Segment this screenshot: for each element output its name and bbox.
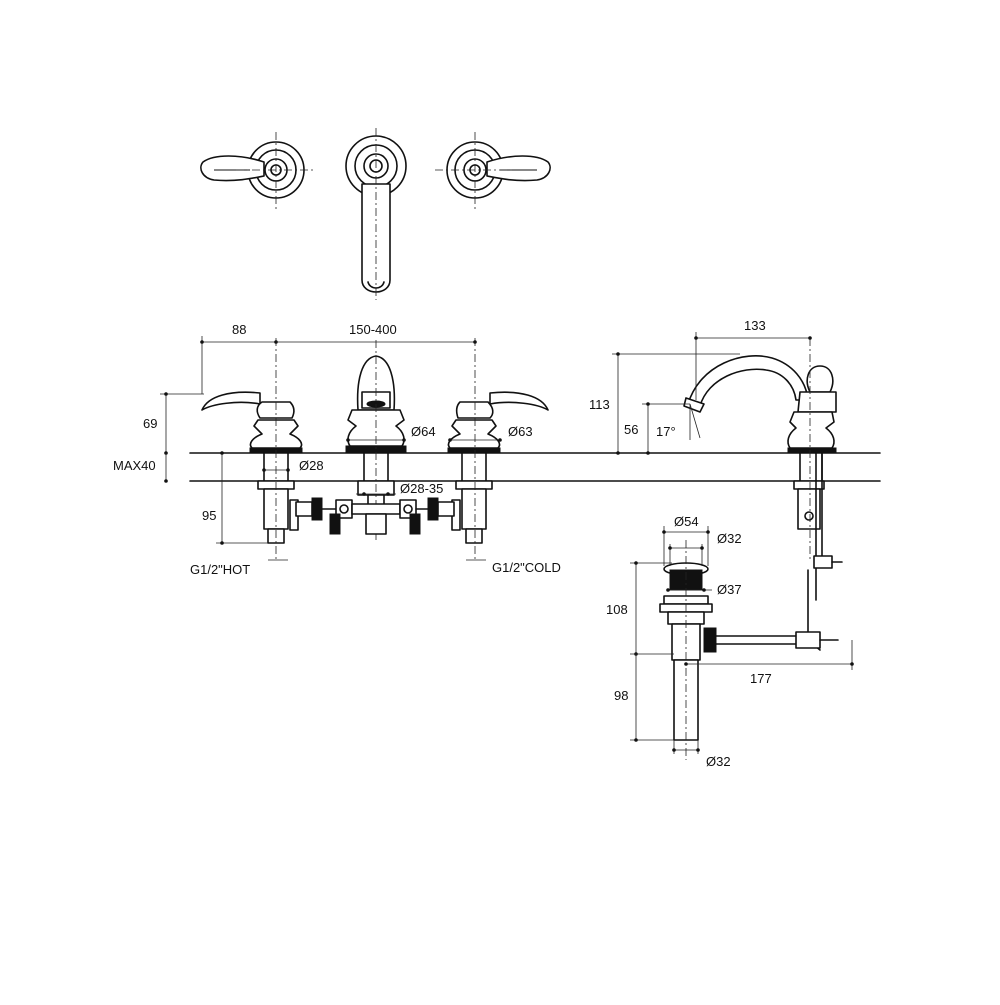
dim-95: 95 xyxy=(202,508,216,523)
dia-32-top: Ø32 xyxy=(717,531,742,546)
dim-150-400: 150-400 xyxy=(349,322,397,337)
dia-63: Ø63 xyxy=(508,424,533,439)
dim-88: 88 xyxy=(232,322,246,337)
dim-133: 133 xyxy=(744,318,766,333)
front-right-handle xyxy=(427,338,549,560)
dim-177: 177 xyxy=(750,671,772,686)
dim-108: 108 xyxy=(606,602,628,617)
dia-32-bottom: Ø32 xyxy=(706,754,731,769)
plan-spout xyxy=(345,128,407,300)
front-spout xyxy=(345,340,407,540)
dimension-labels: 88 150-400 133 69 113 56 17° MAX40 95 Ø6… xyxy=(113,318,772,769)
front-left-handle xyxy=(201,338,323,560)
dia-54: Ø54 xyxy=(674,514,699,529)
cold-inlet-label: G1/2"COLD xyxy=(492,560,561,575)
hot-inlet-label: G1/2"HOT xyxy=(190,562,250,577)
dim-69: 69 xyxy=(143,416,157,431)
front-tee-connector xyxy=(321,499,429,535)
side-elevation xyxy=(683,338,843,651)
dimension-lines xyxy=(160,332,854,754)
plan-right-handle xyxy=(435,132,551,212)
pop-up-waste xyxy=(659,540,839,760)
plan-left-handle xyxy=(200,132,316,212)
dim-max40: MAX40 xyxy=(113,458,156,473)
dia-28: Ø28 xyxy=(299,458,324,473)
angle-17: 17° xyxy=(656,424,676,439)
front-elevation xyxy=(201,338,549,560)
dim-56: 56 xyxy=(624,422,638,437)
dia-64: Ø64 xyxy=(411,424,436,439)
counter-top xyxy=(189,452,881,482)
plan-view xyxy=(200,128,551,300)
dia-37: Ø37 xyxy=(717,582,742,597)
dim-98: 98 xyxy=(614,688,628,703)
dia-28-35: Ø28-35 xyxy=(400,481,443,496)
dim-113: 113 xyxy=(589,397,610,412)
